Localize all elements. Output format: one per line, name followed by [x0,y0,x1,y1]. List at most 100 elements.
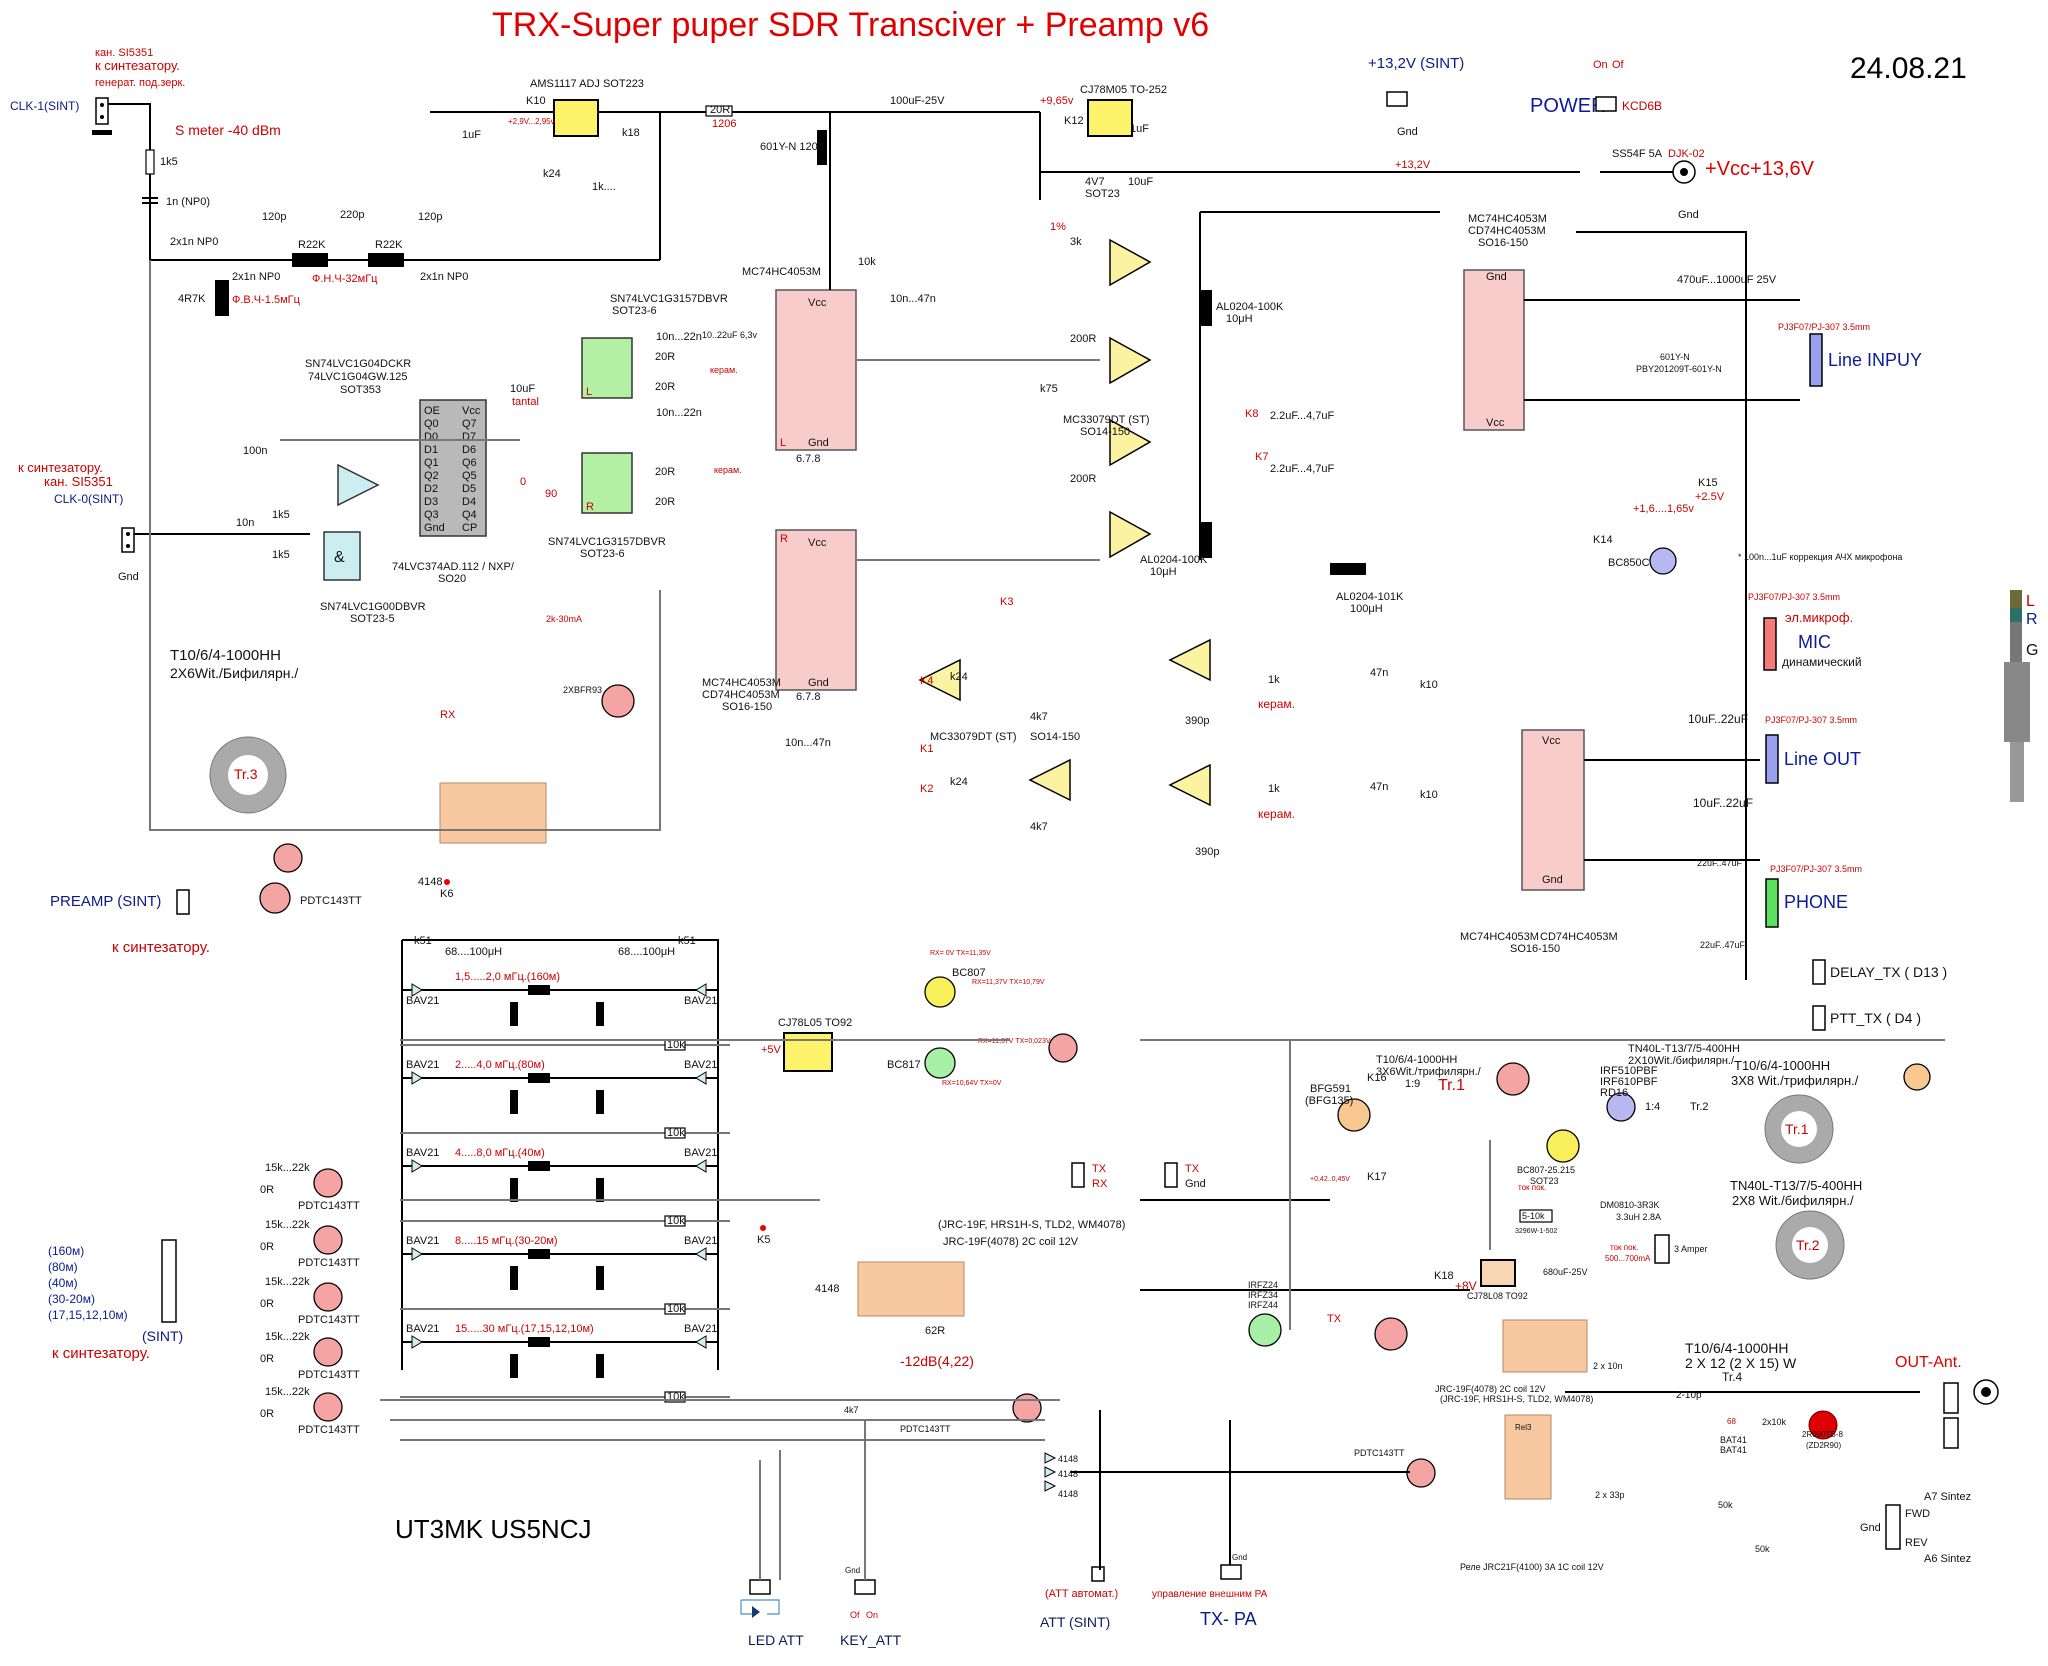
bpf-bias-resistor [664,1215,686,1227]
clk0-cap: 10n [236,517,254,529]
clk0-connector-label: CLK-0(SINT) [54,492,123,506]
node-k8: K8 [1245,408,1258,420]
tx-pa-connector[interactable] [1220,1564,1242,1580]
rel3-label: Rel3 [1515,1423,1532,1432]
cj78l05-regulator [783,1032,833,1072]
relay3-cap: 2 x 33p [1595,1490,1625,1500]
current-jumper[interactable] [1654,1234,1670,1264]
tr3-spec-1: T10/6/4-1000HH [170,647,281,664]
ant-jumper-1[interactable] [1943,1382,1959,1414]
att-diode-3 [1044,1480,1057,1492]
mux3-part-2: CD74HC4053M [1468,225,1546,237]
switch-on: On [1593,59,1608,71]
preamp-connector[interactable] [176,889,190,915]
sint-power-connector[interactable] [1386,91,1408,107]
phone-jack[interactable] [1765,878,1779,928]
opamp-r-g-1: 4k7 [1030,711,1048,723]
preamp-diode: 4148 [418,876,442,888]
tx-pdtc-transistor [1374,1317,1408,1351]
ind-3-part: AL0204-101K [1336,591,1404,603]
mux-r-dec: 10n...47n [785,737,831,749]
delay-tx-label: DELAY_TX ( D13 ) [1830,964,1947,980]
opamp-part-1: MC33079DT (ST) [1063,414,1150,426]
toroid-details: T10/6/4-1000HH 3X8 Wit./трифилярн./ Tr.1… [1730,1058,1931,1280]
node-k15: K15 [1698,477,1718,489]
mux3-part-1: MC74HC4053M [1468,213,1547,225]
line-out-jack[interactable] [1765,734,1779,784]
bias-q-pkg: SOT23 [1530,1176,1559,1186]
mux4-part-3: SO16-150 [1510,943,1560,955]
tr4-label: Tr.4 [1722,1370,1743,1384]
delay-tx-connector[interactable] [1812,959,1826,985]
att-r-4k7: 4k7 [844,1405,859,1415]
att-relay [857,1261,965,1317]
power-switch[interactable] [1595,96,1617,112]
bav21-label: BAV21 [684,995,717,1007]
ant-jumper-2[interactable] [1943,1417,1959,1449]
key-att-connector[interactable] [854,1579,876,1595]
txrx-connector[interactable] [1071,1162,1085,1188]
wiring [149,112,1800,1580]
mic-jack[interactable] [1763,617,1777,671]
band-select-label: (17,15,12,10м) [48,1308,128,1322]
att-diode-1 [1044,1452,1057,1464]
opamp-2 [1109,336,1152,385]
lpf-resistor-2 [368,253,404,267]
line-in-jack[interactable] [1809,333,1823,387]
led-icon [752,1606,760,1618]
bias-q-label: BC807-25.215 [1517,1165,1575,1175]
authors: UT3MK US5NCJ [395,1514,591,1544]
band-connector[interactable] [161,1239,177,1323]
ptt-tx-connector[interactable] [1812,1005,1826,1031]
ff-pin-right: Q4 [462,509,477,521]
band-switch-transistor [313,1168,343,1198]
txgnd-connector[interactable] [1164,1162,1178,1188]
phone-part: PJ3F07/PJ-307 3.5mm [1770,864,1862,874]
clk0-connector[interactable] [121,527,135,553]
rail-label: +13,2V [1395,159,1431,171]
band-sint: (SINT) [142,1328,183,1344]
sint-power-label: +13,2V (SINT) [1368,55,1464,72]
bpf-bias-resistor [664,1127,686,1139]
inductor-10uh-2 [1200,522,1212,558]
cj78l05-label: CJ78L05 TO92 [778,1017,852,1029]
mux-audio-out [1521,729,1585,891]
tr1-ratio: 1:9 [1405,1078,1420,1090]
reg2-c-in: 100uF-25V [890,95,945,107]
clk0-r1: 1k5 [272,509,290,521]
opamp-keram-2: керам. [1258,807,1295,821]
clk1-section: кан. SI5351 к синтезатору. генерат. под.… [10,47,281,260]
fwd-pot: 50k [1718,1500,1733,1510]
lpf-r1-label: R22K [298,239,326,251]
smeter-label: S meter -40 dBm [175,122,281,138]
output-relay [1504,1414,1552,1500]
a7-label: A7 Sintez [1924,1491,1971,1503]
clk1-connector[interactable] [95,97,109,125]
att-sint-connector[interactable] [1091,1566,1105,1582]
bfg591-label: BFG591 [1310,1083,1351,1095]
att-relay-diode: 4148 [815,1283,839,1295]
ff-pin-left: D2 [424,483,438,495]
ff-pin-right: D5 [462,483,476,495]
ff-pin-right: D4 [462,496,476,508]
plug-l: L [2026,593,2035,610]
inductor-100uh [1330,563,1366,575]
txpa-transistor [1406,1458,1436,1488]
bias-pot[interactable] [1519,1209,1553,1223]
swr-connector[interactable] [1885,1504,1901,1550]
ff-pin-left: OE [424,405,440,417]
reg1-part: AMS1117 ADJ SOT223 [530,78,644,90]
reg1-series-resistor [705,105,733,117]
line-in-ferrite: 601Y-N [1660,352,1690,362]
led-att-connector[interactable] [749,1579,771,1595]
bpf-band-label: 15.....30 мГц.(17,15,12,10м) [455,1323,594,1335]
tr1-spec-2: 3X6Wit./трифилярн./ [1376,1066,1482,1078]
final-part-1: IRF510PBF [1600,1065,1658,1077]
sw-r-out-1: 20R [655,351,675,363]
band-r-zero: 0R [260,1408,274,1420]
mux-r [775,529,857,691]
att-transistor [1012,1393,1042,1423]
txrx-tx: TX [1092,1163,1107,1175]
